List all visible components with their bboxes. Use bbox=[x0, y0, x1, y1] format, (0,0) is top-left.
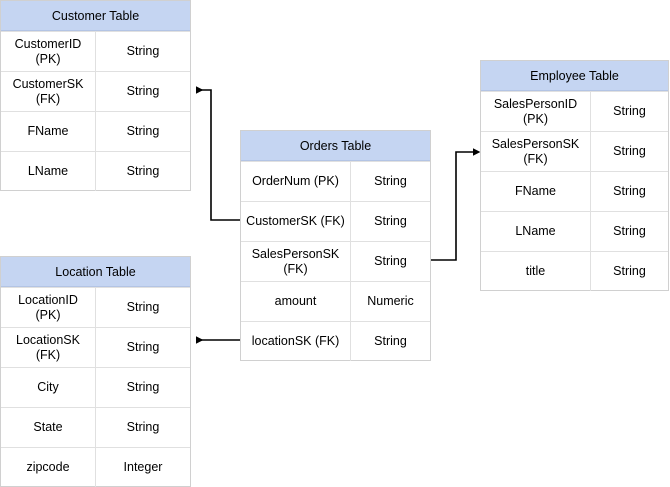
field-name: CustomerID (PK) bbox=[1, 32, 96, 71]
field-name: SalesPersonSK (FK) bbox=[241, 242, 351, 281]
table-row[interactable]: zipcode Integer bbox=[1, 447, 190, 487]
orders-table-header: Orders Table bbox=[241, 131, 430, 161]
field-type: String bbox=[613, 104, 646, 119]
field-type: String bbox=[126, 420, 160, 435]
table-row[interactable]: SalesPersonID (PK) String bbox=[481, 91, 668, 131]
table-row[interactable]: amount Numeric bbox=[241, 281, 430, 321]
table-row[interactable]: SalesPersonSK (FK) String bbox=[241, 241, 430, 281]
field-name: LName bbox=[1, 152, 96, 191]
table-row[interactable]: LName String bbox=[481, 211, 668, 251]
table-row[interactable]: locationSK (FK) String bbox=[241, 321, 430, 361]
field-name: locationSK (FK) bbox=[241, 322, 351, 361]
field-type: String bbox=[126, 300, 160, 315]
field-name: CustomerSK (FK) bbox=[241, 202, 351, 241]
field-type: String bbox=[126, 44, 160, 59]
field-name: zipcode bbox=[1, 448, 96, 487]
field-type: String bbox=[374, 214, 407, 229]
employee-table-title: Employee Table bbox=[530, 68, 619, 83]
field-name: CustomerSK (FK) bbox=[1, 72, 96, 111]
field-type: Numeric bbox=[367, 294, 414, 309]
table-row[interactable]: FName String bbox=[481, 171, 668, 211]
field-name: LocationID (PK) bbox=[1, 288, 96, 327]
table-row[interactable]: LocationSK (FK) String bbox=[1, 327, 190, 367]
location-table[interactable]: Location Table LocationID (PK) String Lo… bbox=[0, 256, 191, 487]
field-name: amount bbox=[241, 282, 351, 321]
connector-orders-employee bbox=[430, 148, 481, 261]
field-name: LocationSK (FK) bbox=[1, 328, 96, 367]
field-name: OrderNum (PK) bbox=[241, 162, 351, 201]
field-name: State bbox=[1, 408, 96, 447]
table-row[interactable]: LName String bbox=[1, 151, 190, 191]
table-row[interactable]: State String bbox=[1, 407, 190, 447]
location-table-title: Location Table bbox=[55, 264, 136, 279]
table-row[interactable]: title String bbox=[481, 251, 668, 291]
table-row[interactable]: FName String bbox=[1, 111, 190, 151]
field-name: SalesPersonSK (FK) bbox=[481, 132, 591, 171]
orders-table[interactable]: Orders Table OrderNum (PK) String Custom… bbox=[240, 130, 431, 361]
table-row[interactable]: OrderNum (PK) String bbox=[241, 161, 430, 201]
table-row[interactable]: CustomerSK (FK) String bbox=[1, 71, 190, 111]
field-type: String bbox=[613, 224, 646, 239]
field-type: String bbox=[374, 174, 407, 189]
table-row[interactable]: SalesPersonSK (FK) String bbox=[481, 131, 668, 171]
field-type: String bbox=[126, 340, 160, 355]
table-row[interactable]: City String bbox=[1, 367, 190, 407]
field-type: String bbox=[126, 84, 160, 99]
field-type: String bbox=[126, 164, 160, 179]
location-table-header: Location Table bbox=[1, 257, 190, 287]
customer-table-header: Customer Table bbox=[1, 1, 190, 31]
field-name: FName bbox=[1, 112, 96, 151]
field-type: String bbox=[613, 184, 646, 199]
field-type: String bbox=[126, 380, 160, 395]
table-row[interactable]: CustomerID (PK) String bbox=[1, 31, 190, 71]
orders-table-title: Orders Table bbox=[299, 138, 372, 153]
employee-table[interactable]: Employee Table SalesPersonID (PK) String… bbox=[480, 60, 669, 291]
table-row[interactable]: CustomerSK (FK) String bbox=[241, 201, 430, 241]
field-name: title bbox=[481, 252, 591, 291]
employee-table-header: Employee Table bbox=[481, 61, 668, 91]
connector-orders-customer bbox=[196, 86, 240, 221]
field-type: Integer bbox=[123, 460, 163, 475]
table-row[interactable]: LocationID (PK) String bbox=[1, 287, 190, 327]
field-name: FName bbox=[481, 172, 591, 211]
field-type: String bbox=[374, 254, 407, 269]
customer-table[interactable]: Customer Table CustomerID (PK) String Cu… bbox=[0, 0, 191, 191]
field-name: SalesPersonID (PK) bbox=[481, 92, 591, 131]
field-name: LName bbox=[481, 212, 591, 251]
customer-table-title: Customer Table bbox=[51, 8, 140, 23]
field-name: City bbox=[1, 368, 96, 407]
field-type: String bbox=[613, 264, 646, 279]
field-type: String bbox=[126, 124, 160, 139]
field-type: String bbox=[374, 334, 407, 349]
field-type: String bbox=[613, 144, 646, 159]
